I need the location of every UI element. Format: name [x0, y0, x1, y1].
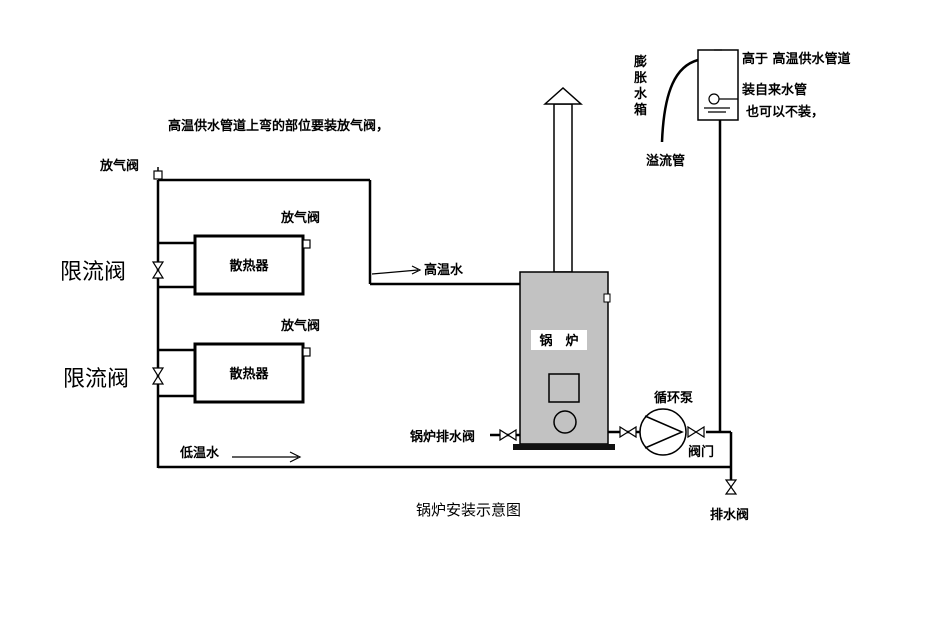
- overflow-pipe-label: 溢流管: [646, 153, 685, 169]
- radiator-connections: [158, 241, 195, 398]
- boiler-base: [513, 444, 615, 450]
- vent-valve-2-label: 放气阀: [280, 318, 320, 334]
- radiator-2-vent-icon: [302, 347, 311, 357]
- high-temp-water-label: 高温水: [424, 262, 464, 278]
- flow-limit-valve-1-icon: [151, 261, 165, 279]
- float-valve-icon: [708, 93, 720, 105]
- svg-text:箱: 箱: [634, 102, 647, 118]
- flow-limit-valve-2-icon: [151, 367, 165, 385]
- boiler: 锅 炉: [513, 86, 615, 450]
- flow-limit-valve-2-label: 限流阀: [63, 367, 129, 392]
- radiator-1-label: 散热器: [229, 258, 269, 274]
- tank-note-3: 也可以不装，: [746, 104, 824, 120]
- radiator-1: 散热器: [193, 234, 311, 296]
- boiler-drain-valve-label: 锅炉排水阀: [410, 429, 475, 445]
- main-vent-valve-icon: [153, 167, 163, 180]
- radiator-2: 散热器: [193, 342, 311, 404]
- chimney-cap: [543, 86, 583, 105]
- flow-arrows: [232, 265, 422, 463]
- low-temp-water-label: 低温水: [179, 445, 220, 461]
- boiler-drain-valve-icon: [499, 428, 517, 442]
- tank-note-2: 装自来水管: [741, 82, 807, 98]
- tank-note-1: 高于 高温供水管道: [742, 51, 851, 67]
- radiator-2-label: 散热器: [229, 366, 269, 382]
- radiator-1-vent-icon: [302, 239, 311, 249]
- circulation-pump-label: 循环泵: [654, 390, 693, 406]
- overflow-pipe: [660, 58, 699, 143]
- svg-text:膨: 膨: [633, 54, 647, 70]
- boiler-label: 锅 炉: [539, 333, 578, 349]
- circulation-pump-icon: [619, 408, 705, 456]
- svg-text:水: 水: [634, 86, 648, 102]
- boiler-gauge: [553, 410, 577, 434]
- valve-label: 阀门: [688, 444, 714, 460]
- drain-valve-label: 排水阀: [710, 507, 749, 523]
- expansion-tank: [660, 49, 739, 143]
- boiler-outlet-fitting: [603, 293, 611, 303]
- flow-limit-valve-1-label: 限流阀: [60, 260, 126, 285]
- boiler-label-box: [531, 330, 587, 350]
- diagram-title: 锅炉安装示意图: [416, 501, 521, 519]
- note-top: 高温供水管道上弯的部位要装放气阀，: [168, 118, 389, 134]
- main-vent-valve-label: 放气阀: [99, 158, 139, 174]
- drain-valve-icon: [724, 479, 738, 495]
- vent-valve-1-label: 放气阀: [280, 210, 320, 226]
- tank-body: [697, 49, 739, 121]
- expansion-tank-label: 膨 胀 水 箱: [633, 54, 648, 118]
- boiler-door: [548, 373, 580, 403]
- chimney: [553, 103, 573, 273]
- pipe-network: [156, 120, 733, 482]
- svg-text:胀: 胀: [634, 71, 647, 86]
